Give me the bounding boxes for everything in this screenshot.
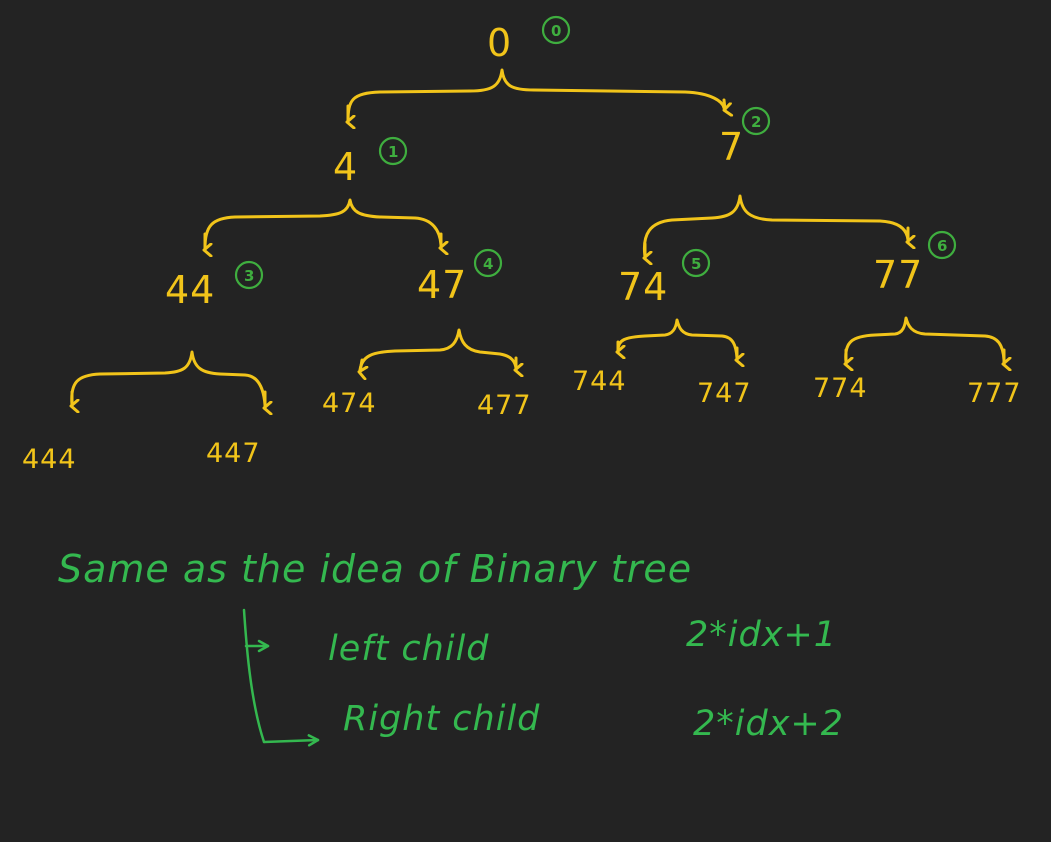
leaf-4: 744: [572, 366, 627, 397]
edge-7-children: [642, 194, 910, 259]
binary-tree-note: Same as the idea of Binary tree left chi…: [58, 547, 844, 747]
index-badges: 0 1 2 3 4 5 6: [234, 15, 957, 290]
bracket-arrow-right-child: [262, 734, 320, 747]
node-level1-left: 4: [333, 145, 358, 189]
index-3: 3: [244, 267, 254, 285]
edge-root-children: [346, 68, 726, 124]
note-title: Same as the idea of Binary tree: [58, 547, 692, 591]
leaf-7: 777: [967, 378, 1022, 409]
note-left-child-formula: 2*idx+1: [686, 615, 837, 655]
index-2: 2: [751, 113, 761, 131]
node-level2-b: 47: [417, 263, 467, 307]
node-level1-right: 7: [719, 125, 744, 169]
node-level2-c: 74: [618, 265, 668, 309]
edge-44-children: [70, 350, 267, 407]
note-left-child-label: left child: [328, 629, 490, 669]
index-5: 5: [691, 255, 701, 273]
node-level2-a: 44: [165, 268, 215, 312]
leaf-1: 447: [206, 438, 261, 469]
note-right-child-label: Right child: [343, 699, 540, 739]
edge-74-children: [616, 318, 739, 360]
node-root: 0: [487, 21, 512, 65]
index-4: 4: [483, 255, 493, 273]
note-bracket: [242, 608, 320, 747]
bracket-vertical: [242, 608, 266, 744]
leaf-6: 774: [813, 373, 868, 404]
index-badge-root: 0: [541, 15, 571, 45]
tree-nodes: 0 4 7 44 47 74 77 444 447 474 477 744 74…: [22, 21, 1022, 475]
index-1: 1: [388, 143, 398, 161]
edge-47-children: [358, 328, 518, 372]
edge-77-children: [844, 316, 1006, 364]
tree-edges: [70, 68, 1006, 408]
index-badge-1: 1: [378, 136, 408, 166]
index-badge-2: 2: [741, 106, 771, 136]
leaf-2: 474: [322, 388, 377, 419]
edge-47-left-arrow: [360, 358, 362, 372]
note-right-child-formula: 2*idx+2: [693, 704, 844, 744]
edge-4-children: [203, 198, 443, 250]
edge-root-right-arrow: [722, 98, 725, 110]
index-6: 6: [937, 237, 947, 255]
leaf-5: 747: [697, 378, 752, 409]
index-root: 0: [551, 22, 561, 40]
node-level2-d: 77: [873, 253, 923, 297]
index-badge-5: 5: [681, 248, 711, 278]
index-badge-6: 6: [927, 230, 957, 260]
index-badge-3: 3: [234, 260, 264, 290]
index-badge-4: 4: [473, 248, 503, 278]
leaf-3: 477: [477, 390, 532, 421]
leaf-0: 444: [22, 444, 77, 475]
